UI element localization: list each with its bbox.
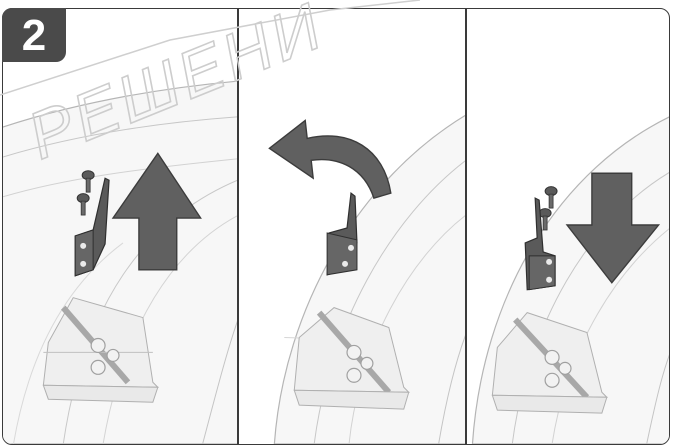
step-number-badge: 2 (2, 8, 66, 62)
panel-1 (3, 9, 237, 444)
panel-2-illustration (239, 9, 465, 444)
panel-3 (467, 9, 670, 444)
panel-2 (239, 9, 465, 444)
panel-1-illustration (3, 9, 237, 444)
arrow-curved-left-icon (269, 120, 390, 198)
instruction-frame (2, 8, 670, 445)
panel-3-illustration (467, 9, 670, 444)
step-number: 2 (2, 8, 66, 62)
bracket-icon (327, 193, 357, 275)
